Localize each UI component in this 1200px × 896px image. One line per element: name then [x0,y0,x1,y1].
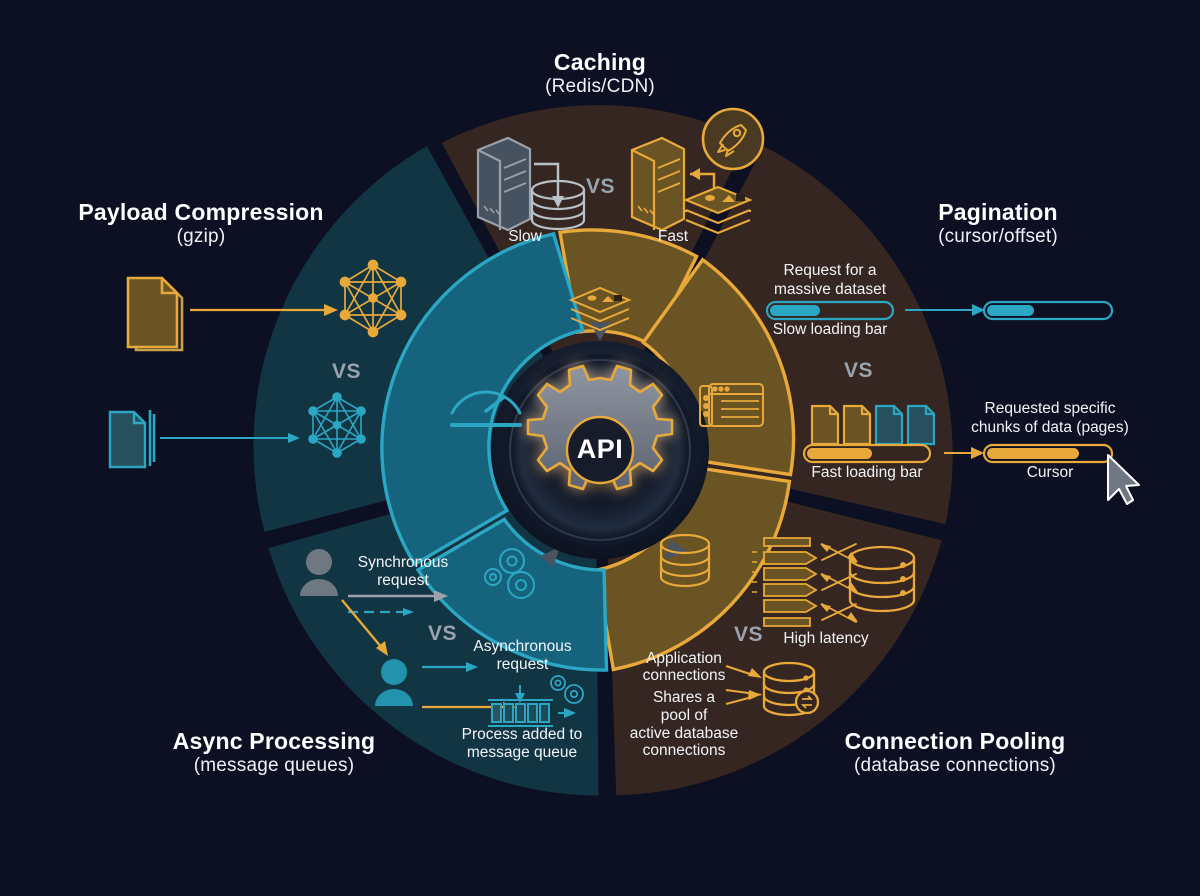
fast-loading-bar-label: Fast loading bar [811,464,923,481]
network-compressed-icon [308,392,366,458]
pagination-subtitle-text: (cursor/offset) [938,225,1058,247]
caching-title-text: Caching [553,49,647,75]
pooling-subtitle-text: (database connections) [854,754,1056,776]
page-chunk-docs [810,404,936,446]
mouse-cursor-icon [1107,454,1140,505]
cursor-label: Cursor [1026,464,1074,481]
section-title-pagination: Pagination (cursor/offset) [868,199,1128,247]
rocket-badge[interactable] [701,107,765,171]
pagination-illustration [765,300,1140,505]
document-large-icon [126,276,184,352]
gear-icon [526,364,674,491]
rocket-icon [717,124,747,157]
caching-subtitle-text: (Redis/CDN) [545,75,655,97]
database-slow-icon [530,179,586,231]
slow-loading-bar-label: Slow loading bar [772,321,888,338]
section-title-connection-pooling: Connection Pooling (database connections… [830,728,1080,776]
gears-small-icon [550,675,584,704]
async-subtitle-text: (message queues) [193,754,355,776]
pooling-title-text: Connection Pooling [844,728,1066,754]
database-latency-icon [848,545,916,613]
cache-stack-icon [683,185,753,235]
latency-arrows [752,537,858,627]
synchronous-request-line1: Synchronous [357,554,449,571]
vs-async-processing: VS [428,622,458,645]
payload-illustration [108,259,407,469]
request-massive-dataset-line2: massive dataset [774,281,886,298]
high-latency-label: High latency [783,630,869,647]
inner-icon-api-list-window [699,383,764,427]
vs-caching: VS [586,175,616,198]
section-title-async-processing: Async Processing (message queues) [148,728,400,776]
inner-icon-gears [484,548,535,599]
inner-sector-payload-compression[interactable] [380,231,585,567]
synchronous-request-line2: request [377,572,429,589]
user-async-icon [375,659,413,706]
api-hub-label: API [576,434,624,464]
arrow-slow [534,162,560,200]
payload-title-text: Payload Compression [78,199,324,225]
server-slow-icon [476,136,532,232]
server-fast-icon [630,136,686,232]
vs-connection-pooling: VS [734,623,764,646]
fast-loading-bar-output [982,443,1114,464]
slow-loading-bar-output [982,300,1114,321]
fast-loading-bar [802,443,932,464]
user-sync-icon [300,549,338,596]
payload-subtitle-text: (gzip) [176,225,226,247]
requested-chunks-line1: Requested specific [984,400,1116,417]
caching-illustration [476,107,765,235]
fast-label: Fast [657,228,689,245]
shares-pool-line1: Shares a [652,689,716,706]
database-pool-icon [762,661,820,717]
inner-icon-database [659,533,711,588]
pagination-title-text: Pagination [938,199,1058,225]
document-compressed-icon [108,410,156,469]
async-title-text: Async Processing [172,728,376,754]
shares-pool-line2: pool of [660,707,708,724]
asynchronous-request-line1: Asynchronous [473,638,572,655]
vs-pagination: VS [844,359,874,382]
section-title-payload-compression: Payload Compression (gzip) [56,199,346,247]
application-connections-line2: connections [642,667,726,684]
application-connections-line1: Application [646,650,722,667]
vs-payload-compression: VS [332,360,362,383]
network-large-icon [339,259,407,338]
shares-pool-line4: connections [642,742,726,759]
asynchronous-request-line2: request [496,656,549,673]
slow-loading-bar [765,300,895,321]
connection-pooling-illustration [725,537,916,717]
slow-label: Slow [508,228,542,245]
inner-icon-layers [568,286,632,332]
inner-icon-speedometer [450,390,522,427]
process-added-queue-line1: Process added to [461,726,583,743]
requested-chunks-line2: chunks of data (pages) [971,419,1129,436]
shares-pool-line3: active database [629,725,739,742]
message-queue-icon [488,699,553,727]
section-title-caching: Caching (Redis/CDN) [470,49,730,97]
process-added-queue-line2: message queue [466,744,578,761]
request-massive-dataset-line1: Request for a [783,262,877,279]
api-hub[interactable] [491,341,709,559]
async-illustration [300,549,584,727]
